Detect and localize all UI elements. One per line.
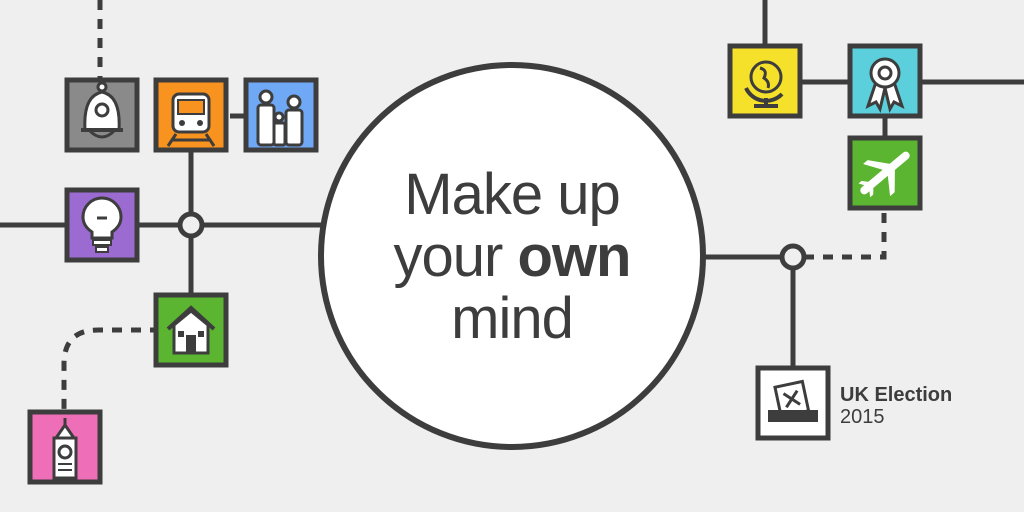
big-ben-icon <box>27 409 103 485</box>
police-helmet-icon <box>64 77 140 153</box>
brand-year: 2015 <box>840 406 885 428</box>
junction-node <box>177 211 205 239</box>
headline-emphasis: own <box>517 224 631 289</box>
headline-line-2-text: your <box>393 224 518 289</box>
network-lines <box>0 0 1024 412</box>
award-ribbon-icon <box>847 43 923 119</box>
headline: Make up your own mind <box>322 164 702 350</box>
headline-line-3: mind <box>451 286 574 351</box>
headline-line-2: your own <box>322 226 702 288</box>
headline-line-1: Make up <box>404 162 620 227</box>
brand-title: UK Election <box>840 384 953 406</box>
globe-icon <box>727 43 803 119</box>
house-icon <box>153 292 229 368</box>
junction-node <box>779 243 807 271</box>
family-icon <box>243 77 319 153</box>
airplane-icon <box>847 135 923 211</box>
train-icon <box>153 77 229 153</box>
brand-label: UK Election 2015 <box>840 384 952 428</box>
lightbulb-icon <box>64 187 140 263</box>
center-circle <box>318 62 706 450</box>
ballot-box-icon <box>755 365 831 441</box>
